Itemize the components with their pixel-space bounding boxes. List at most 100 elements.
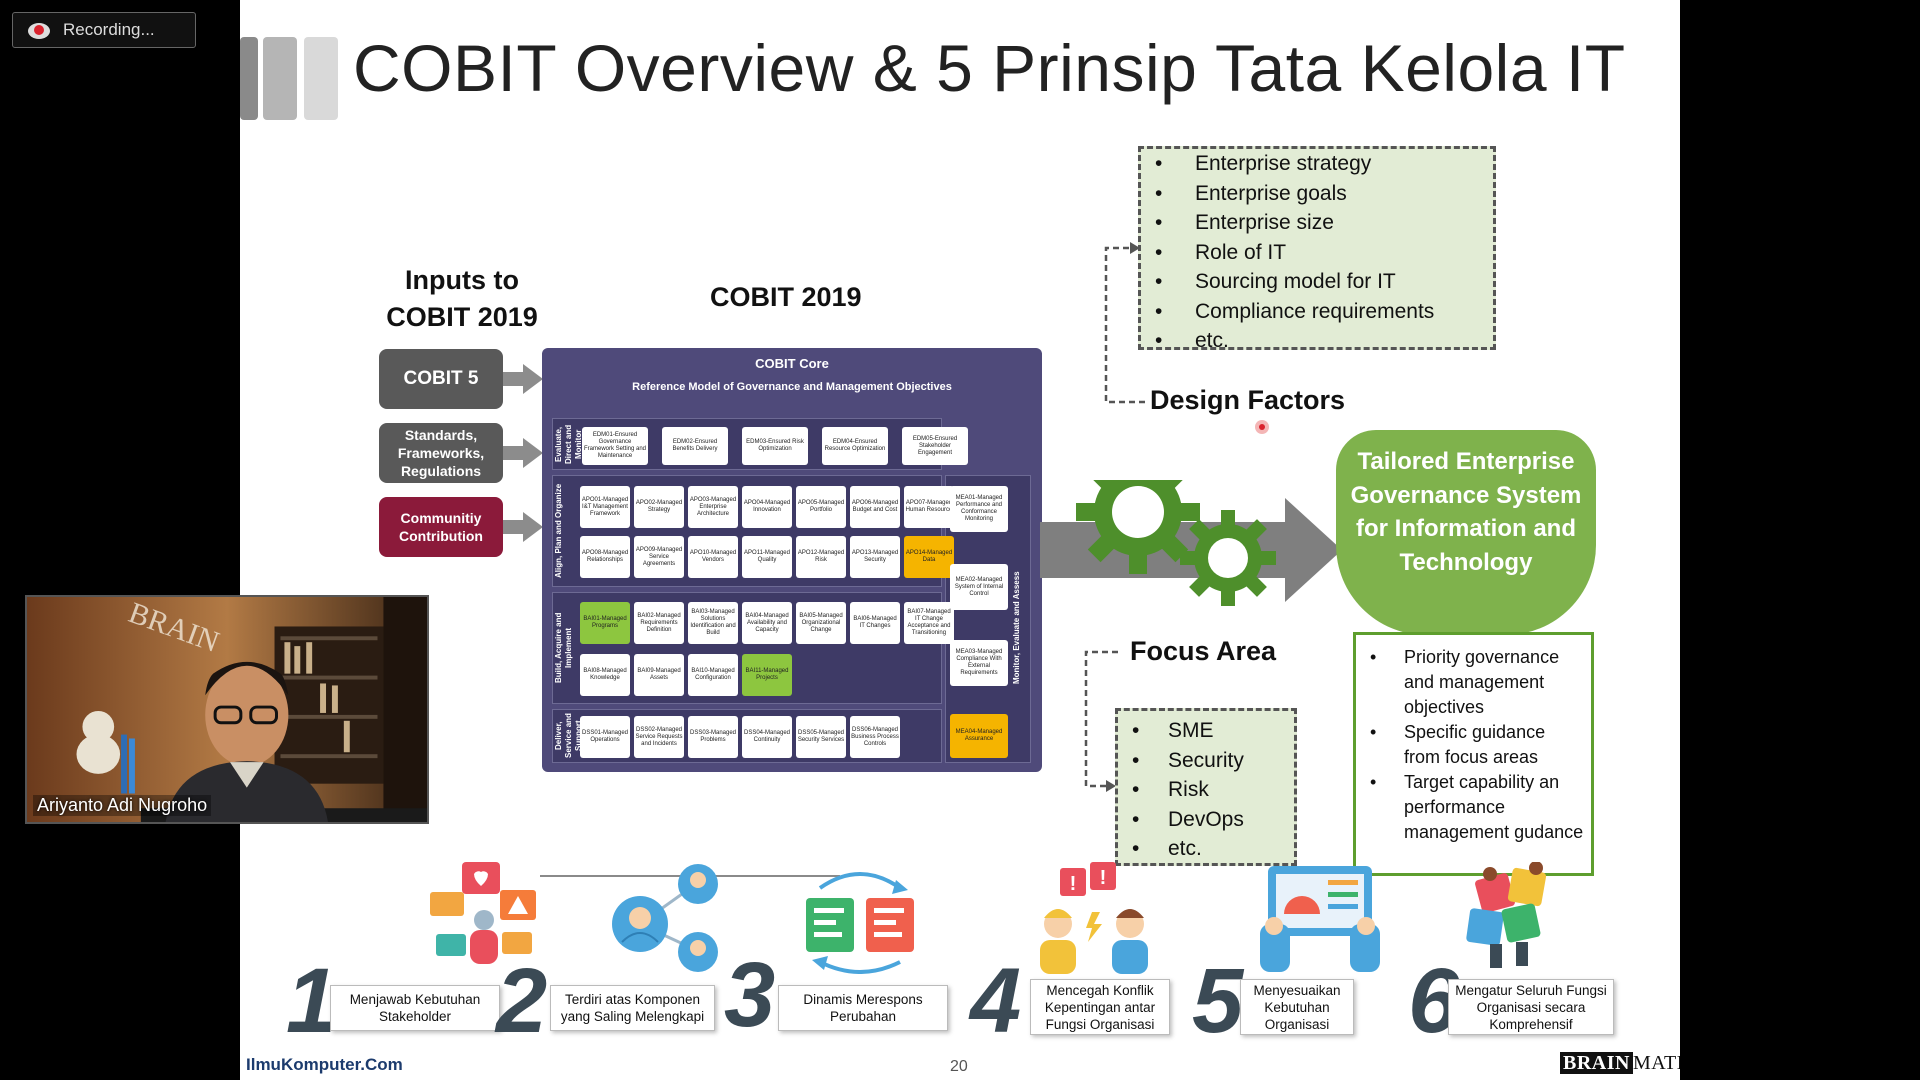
input-arrow-head (523, 438, 543, 468)
principle-number: 4 (970, 950, 1022, 1052)
webcam-scene (27, 597, 427, 822)
tablet-dashboard-icon (1260, 866, 1380, 972)
band-label-dss: Deliver, Service and Support (554, 713, 583, 759)
band-label-apo: Align, Plan and Organize (554, 483, 563, 579)
tailored-output-item: Specific guidance from focus areas (1356, 720, 1591, 770)
objective-dss03: DSS03-Managed Problems (688, 716, 738, 758)
footer-brainmatics-logo: BRAINMATICS (1560, 1052, 1680, 1075)
objective-apo05: APO05-Managed Portfolio (796, 486, 846, 528)
footer-ilmukomputer-logo: IlmuKomputer.Com (246, 1055, 403, 1074)
principle-number: 1 (286, 950, 338, 1052)
objective-edm02: EDM02-Ensured Benefits Delivery (662, 427, 728, 465)
objective-mea02: MEA02-Managed System of Internal Control (950, 564, 1008, 610)
principle-label: Dinamis Merespons Perubahan (778, 985, 948, 1031)
recording-label: Recording... (63, 20, 155, 39)
objective-dss02: DSS02-Managed Service Requests and Incid… (634, 716, 684, 758)
band-label-bai: Build, Acquire and Implement (554, 612, 573, 684)
core-title: COBIT Core (755, 356, 829, 371)
objective-bai03: BAI03-Managed Solutions Identification a… (688, 602, 738, 644)
focus-area-item: SME (1118, 716, 1294, 746)
focus-area-title: Focus Area (1130, 636, 1277, 666)
principle-label: Menyesuaikan Kebutuhan Organisasi (1240, 979, 1354, 1035)
gear-icon (1180, 510, 1276, 606)
social-feedback-icon (430, 862, 536, 964)
tailored-governance-box: Tailored Enterprise Governance System fo… (1336, 430, 1596, 635)
gear-icon (1076, 480, 1200, 574)
principle-illustrations: ! ! (430, 862, 1547, 974)
objective-mea03: MEA03-Managed Compliance With External R… (950, 640, 1008, 686)
tailored-output-item: Priority governance and management objec… (1356, 645, 1591, 720)
objective-edm05: EDM05-Ensured Stakeholder Engagement (902, 427, 968, 465)
input-standards: Standards, Frameworks, Regulations (379, 423, 503, 483)
objective-apo02: APO02-Managed Strategy (634, 486, 684, 528)
objective-apo06: APO06-Managed Budget and Cost (850, 486, 900, 528)
presentation-slide: COBIT Overview & 5 Prinsip Tata Kelola I… (240, 0, 1680, 1080)
objective-bai06: BAI06-Managed IT Changes (850, 602, 900, 644)
objective-apo09: APO09-Managed Service Agreements (634, 536, 684, 578)
focus-area-list-box: SME Security Risk DevOps etc. (1115, 708, 1297, 866)
objective-edm01: EDM01-Ensured Governance Framework Setti… (582, 427, 648, 465)
band-label-mea: Monitor, Evaluate and Assess (1012, 571, 1021, 685)
recording-indicator[interactable]: Recording... (12, 12, 196, 48)
objective-apo11: APO11-Managed Quality (742, 536, 792, 578)
objective-apo01: APO01-Managed I&T Management Framework (580, 486, 630, 528)
focus-area-connector (1084, 650, 1118, 792)
objective-bai01: BAI01-Managed Programs (580, 602, 630, 644)
objective-apo07: APO07-Managed Human Resource (904, 486, 954, 528)
focus-area-item: Security (1118, 746, 1294, 776)
input-arrow (503, 372, 525, 386)
input-arrow (503, 446, 525, 460)
connected-people-icon (612, 864, 718, 972)
design-factor-item: Enterprise size (1141, 208, 1493, 238)
design-factor-item: Sourcing model for IT (1141, 267, 1493, 297)
objective-apo10: APO10-Managed Vendors (688, 536, 738, 578)
objective-bai05: BAI05-Managed Organizational Change (796, 602, 846, 644)
objective-bai02: BAI02-Managed Requirements Definition (634, 602, 684, 644)
core-subtitle: Reference Model of Governance and Manage… (632, 381, 952, 393)
objective-apo13: APO13-Managed Security (850, 536, 900, 578)
principle-label: Mencegah Konflik Kepentingan antar Fungs… (1030, 979, 1170, 1035)
objective-apo08: APO08-Managed Relationships (580, 536, 630, 578)
objective-edm04: EDM04-Ensured Resource Optimization (822, 427, 888, 465)
design-factors-connector (1104, 242, 1145, 404)
slide-page-number: 20 (950, 1058, 968, 1075)
focus-area-item: etc. (1118, 834, 1294, 864)
inputs-heading: Inputs to COBIT 2019 (386, 265, 538, 332)
objective-bai10: BAI10-Managed Configuration (688, 654, 738, 696)
webcam-video-tile[interactable]: BRAIN Ariyanto Adi Nugroho (25, 595, 429, 824)
input-community: Communitiy Contribution (379, 497, 503, 557)
design-factor-item: Compliance requirements (1141, 297, 1493, 327)
objective-dss01: DSS01-Managed Operations (580, 716, 630, 758)
principle-number: 5 (1192, 950, 1244, 1052)
principle-label: Menjawab Kebutuhan Stakeholder (330, 985, 500, 1031)
input-arrow-head (523, 512, 543, 542)
conflict-people-icon: ! ! (1040, 862, 1148, 974)
objective-edm03: EDM03-Ensured Risk Optimization (742, 427, 808, 465)
tailored-outputs-list: Priority governance and management objec… (1353, 632, 1594, 876)
principle-label: Mengatur Seluruh Fungsi Organisasi secar… (1448, 979, 1614, 1035)
principle-number: 2 (496, 950, 548, 1052)
slide-title: COBIT Overview & 5 Prinsip Tata Kelola I… (353, 31, 1626, 105)
input-cobit5: COBIT 5 (379, 349, 503, 409)
design-factor-item: Enterprise strategy (1141, 149, 1493, 179)
objective-apo03: APO03-Managed Enterprise Architecture (688, 486, 738, 528)
input-arrow-head (523, 364, 543, 394)
puzzle-team-icon (1466, 862, 1547, 968)
principle-label: Terdiri atas Komponen yang Saling Meleng… (550, 985, 715, 1031)
tailored-output-item: Target capability an performance managem… (1356, 770, 1591, 845)
band-label-edm: Evaluate, Direct and Monitor (554, 424, 583, 464)
flow-arrow-with-gears (1040, 480, 1342, 606)
recording-cloud-icon (28, 23, 50, 39)
cobit-2019-heading: COBIT 2019 (710, 282, 862, 312)
principle-number: 3 (724, 944, 776, 1046)
objective-mea04: MEA04-Managed Assurance (950, 714, 1008, 758)
objective-apo04: APO04-Managed Innovation (742, 486, 792, 528)
design-factor-item: Role of IT (1141, 238, 1493, 268)
focus-area-item: DevOps (1118, 805, 1294, 835)
objective-apo14: APO14-Managed Data (904, 536, 954, 578)
svg-text:!: ! (1070, 873, 1077, 895)
focus-area-item: Risk (1118, 775, 1294, 805)
design-factor-item: etc. (1141, 326, 1493, 356)
svg-text:!: ! (1100, 867, 1107, 889)
cobit-core-diagram: COBIT Core Reference Model of Governance… (542, 348, 1042, 772)
